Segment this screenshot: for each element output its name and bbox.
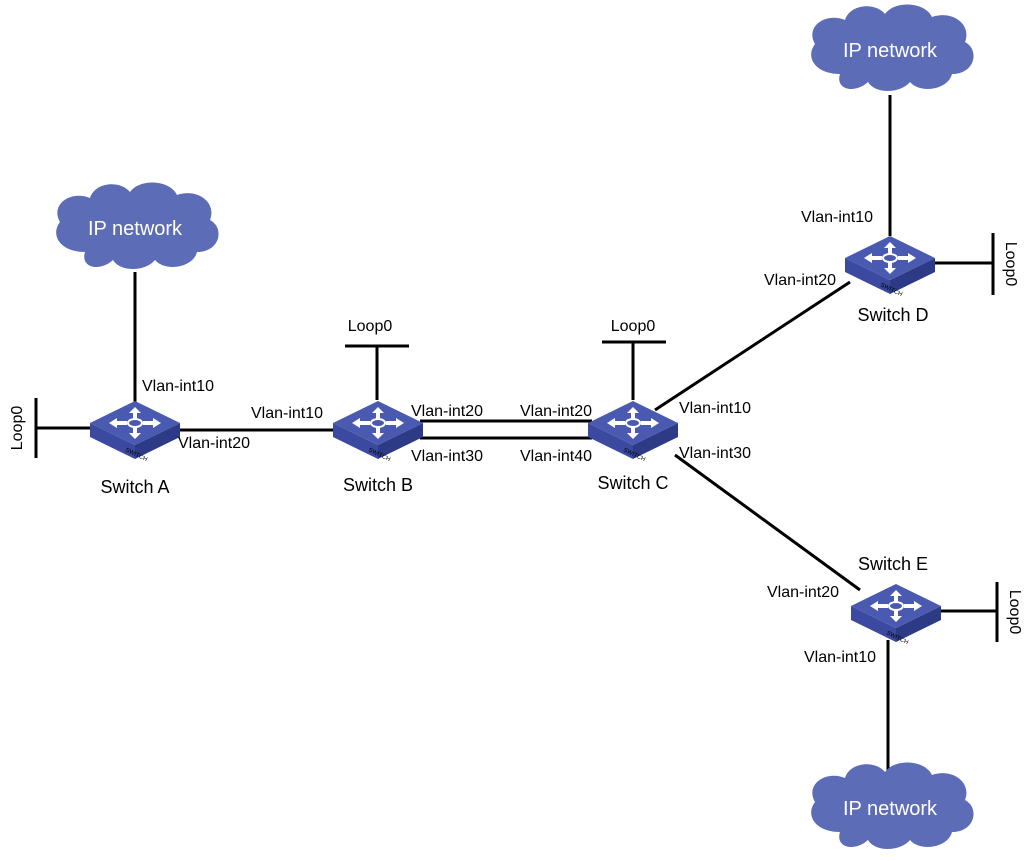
loopback-c: Loop0 xyxy=(602,318,666,400)
switch-a-vlan-int10-label: Vlan-int10 xyxy=(142,378,214,395)
switch-c-vlan-int20-label: Vlan-int20 xyxy=(520,403,592,420)
switch-e-name: Switch E xyxy=(858,554,928,574)
cloud-d-label: IP network xyxy=(843,40,938,62)
switch-e-icon: SWITCH xyxy=(850,583,942,646)
switch-b-vlan-int30-label: Vlan-int30 xyxy=(411,448,483,465)
switch-b-vlan-int10-label: Vlan-int10 xyxy=(251,405,323,422)
switch-d-vlan-int20-label: Vlan-int20 xyxy=(764,272,836,289)
switch-a-icon: SWITCH xyxy=(89,400,181,463)
switch-b-name: Switch B xyxy=(343,475,413,495)
switch-c-icon: SWITCH xyxy=(587,400,679,463)
cloud-a-label: IP network xyxy=(88,218,183,240)
switch-b-vlan-int20-label: Vlan-int20 xyxy=(411,403,483,420)
cloud-ip-network-e: IP network xyxy=(811,762,974,849)
switch-c-vlan-int10-label: Vlan-int10 xyxy=(679,400,751,417)
loopback-e: Loop0 xyxy=(940,582,1023,642)
loopback-a-label: Loop0 xyxy=(9,406,26,451)
switch-e-vlan-int10-label: Vlan-int10 xyxy=(804,649,876,666)
cloud-ip-network-a: IP network xyxy=(56,182,219,269)
link-switch-c-switch-d xyxy=(654,280,851,412)
switch-c-vlan-int40-label: Vlan-int40 xyxy=(520,448,592,465)
loopback-e-label: Loop0 xyxy=(1006,590,1023,635)
loopback-b-label: Loop0 xyxy=(348,318,393,335)
cloud-e-label: IP network xyxy=(843,798,938,820)
loopback-d-label: Loop0 xyxy=(1002,242,1019,287)
links xyxy=(133,95,892,770)
switch-a-name: Switch A xyxy=(100,477,169,497)
loopback-b: Loop0 xyxy=(345,318,409,400)
switch-d-icon: SWITCH xyxy=(844,235,936,298)
switch-b-icon: SWITCH xyxy=(332,400,424,463)
switch-c-vlan-int30-label: Vlan-int30 xyxy=(679,445,751,462)
switch-d-name: Switch D xyxy=(857,305,928,325)
loopback-d: Loop0 xyxy=(932,233,1019,295)
switch-a-vlan-int20-label: Vlan-int20 xyxy=(178,435,250,452)
link-switch-c-switch-e xyxy=(674,453,861,592)
switch-e-vlan-int20-label: Vlan-int20 xyxy=(767,584,839,601)
loopback-a: Loop0 xyxy=(9,398,92,458)
switch-d-vlan-int10-label: Vlan-int10 xyxy=(801,209,873,226)
switch-c-name: Switch C xyxy=(597,473,668,493)
loopback-c-label: Loop0 xyxy=(611,318,656,335)
cloud-ip-network-d: IP network xyxy=(811,4,974,91)
